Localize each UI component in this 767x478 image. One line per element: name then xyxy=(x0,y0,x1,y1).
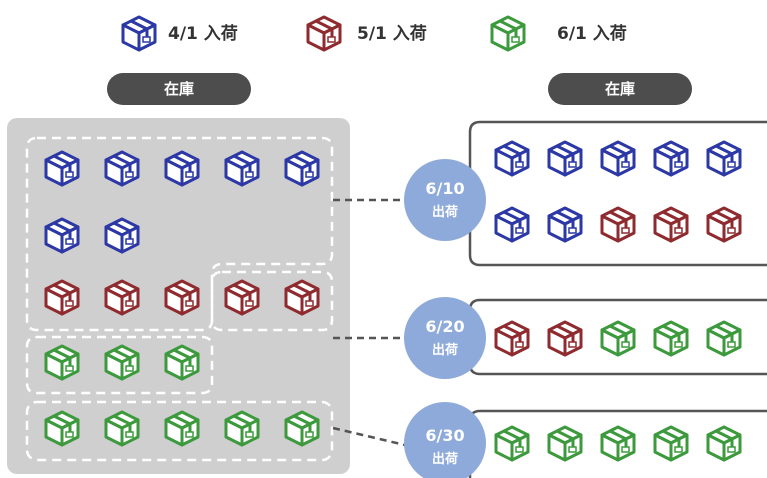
shipment-610-box-blue xyxy=(547,206,583,243)
inventory-box-green xyxy=(284,410,320,447)
inventory-box-red xyxy=(284,279,320,316)
shipment-label-610: 出荷 xyxy=(432,204,458,220)
shipment-610-box-blue xyxy=(494,140,530,177)
stock-label-right: 在庫 xyxy=(548,73,692,105)
legend-item-may: 5/1 入荷 xyxy=(306,15,427,52)
inventory-box-green xyxy=(104,344,140,381)
inventory-box-blue xyxy=(104,150,140,187)
box-icon-red xyxy=(306,15,342,52)
inventory-box-red xyxy=(44,279,80,316)
shipment-620-box-green xyxy=(706,320,742,357)
shipment-610-box-blue xyxy=(600,140,636,177)
shipment-620-box-green xyxy=(653,320,689,357)
shipment-610-box-red xyxy=(600,206,636,243)
box-icon-green xyxy=(490,15,526,52)
inventory-box-blue xyxy=(164,150,200,187)
legend-label-april: 4/1 入荷 xyxy=(168,23,238,44)
legend-item-april: 4/1 入荷 xyxy=(121,15,238,52)
shipment-badge-620: 6/20 出荷 xyxy=(404,297,486,379)
shipment-620-box-green xyxy=(600,320,636,357)
inventory-box-green xyxy=(164,344,200,381)
inventory-box-green xyxy=(224,410,260,447)
inventory-box-blue xyxy=(284,150,320,187)
connectors xyxy=(332,198,406,447)
batch-outline-610 xyxy=(25,136,334,332)
shipment-badge-610: 6/10 出荷 xyxy=(404,159,486,241)
batch-outline-620 xyxy=(25,270,334,395)
shipment-630-box-green xyxy=(494,425,530,462)
shipment-610-box-blue xyxy=(706,140,742,177)
shipment-610-box-blue xyxy=(653,140,689,177)
shipment-610-box-blue xyxy=(547,140,583,177)
batch-outline-630 xyxy=(25,400,334,462)
shipment-date-610: 6/10 xyxy=(425,179,464,198)
stock-label-left: 在庫 xyxy=(107,73,251,105)
inventory-box-red xyxy=(164,279,200,316)
shipment-610-box-red xyxy=(653,206,689,243)
inventory-box-green xyxy=(44,344,80,381)
legend: 4/1 入荷 5/1 入荷 6/1 入荷 xyxy=(121,15,627,52)
shipment-date-620: 6/20 xyxy=(425,317,464,336)
inventory-box-green xyxy=(164,410,200,447)
inventory-box-blue xyxy=(44,150,80,187)
shipment-630-box-green xyxy=(653,425,689,462)
shipment-610-box-blue xyxy=(494,206,530,243)
inventory-box-blue xyxy=(104,217,140,254)
shipment-630-box-green xyxy=(547,425,583,462)
shipment-badges: 6/10 出荷 6/20 出荷 6/30 出荷 xyxy=(404,159,486,478)
shipment-630-box-green xyxy=(706,425,742,462)
stock-label-right-text: 在庫 xyxy=(605,80,635,98)
legend-label-june: 6/1 入荷 xyxy=(557,23,627,44)
legend-label-may: 5/1 入荷 xyxy=(357,23,427,44)
shipment-label-620: 出荷 xyxy=(432,342,458,358)
legend-item-june: 6/1 入荷 xyxy=(490,15,627,52)
connector-630 xyxy=(332,426,406,447)
inventory-box-green xyxy=(104,410,140,447)
inventory-box-blue xyxy=(44,217,80,254)
batch-outlines xyxy=(25,136,334,462)
shipment-620-box-red xyxy=(547,320,583,357)
shipment-label-630: 出荷 xyxy=(432,451,458,467)
stock-label-left-text: 在庫 xyxy=(164,80,194,98)
inventory-box-red xyxy=(104,279,140,316)
shipment-date-630: 6/30 xyxy=(425,426,464,445)
box-icon-blue xyxy=(121,15,157,52)
inventory-box-green xyxy=(44,410,80,447)
shipment-620-box-red xyxy=(494,320,530,357)
inventory-box-blue xyxy=(224,150,260,187)
inventory-box-red xyxy=(224,279,260,316)
shipment-610-box-red xyxy=(706,206,742,243)
shipment-badge-630: 6/30 出荷 xyxy=(404,402,486,478)
shipment-630-box-green xyxy=(600,425,636,462)
